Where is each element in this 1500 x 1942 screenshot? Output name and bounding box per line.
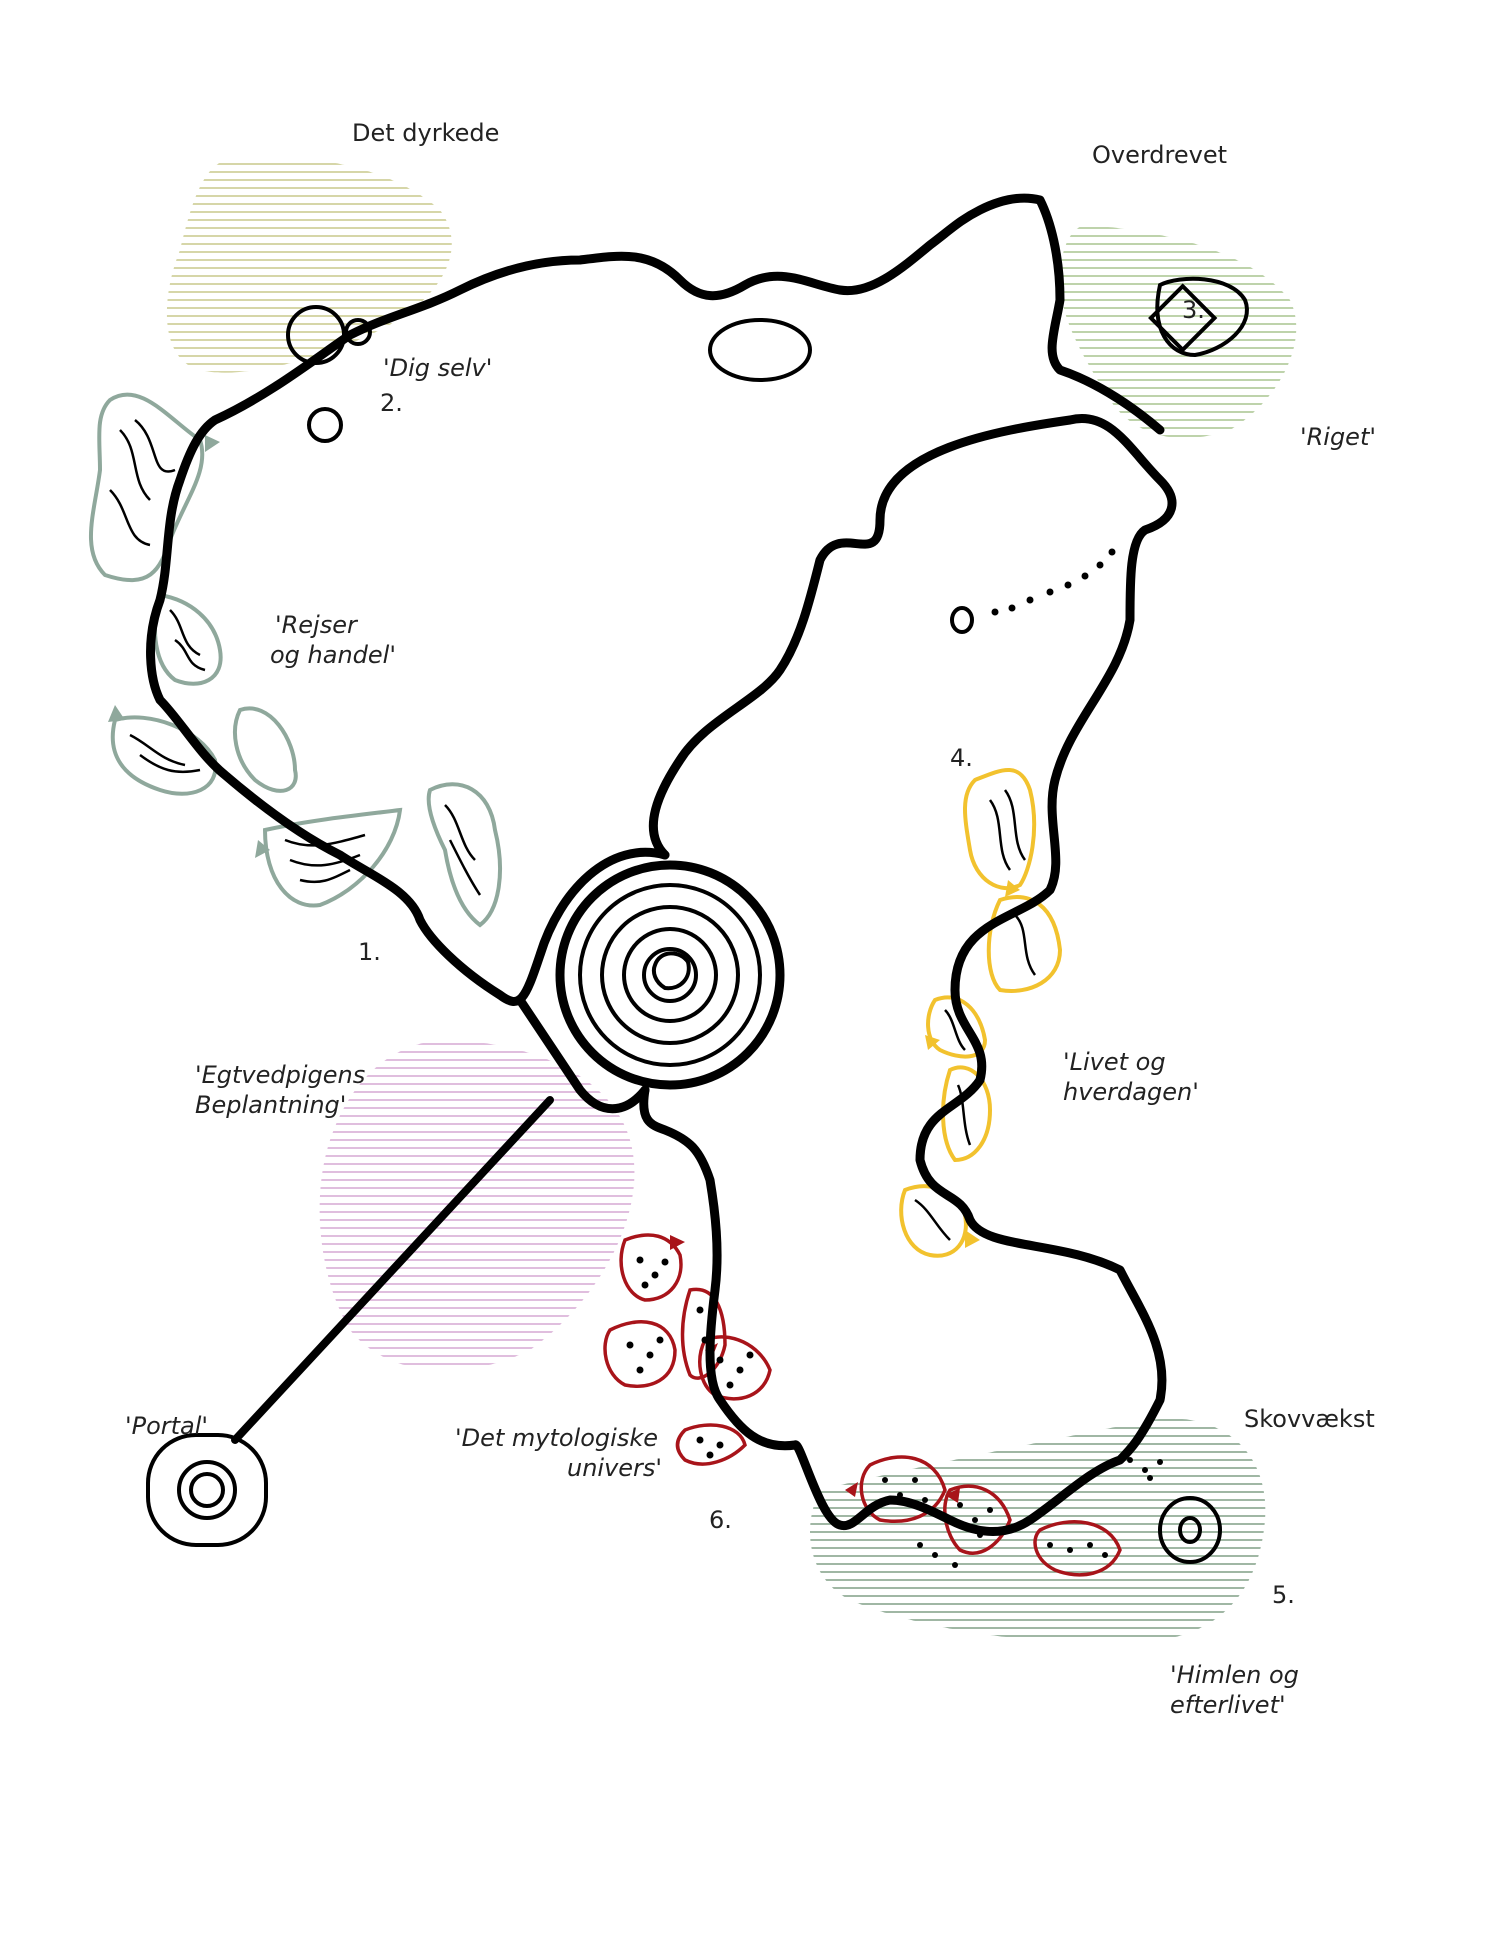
station-2-circles [286, 305, 372, 443]
station-5-marker [1158, 1496, 1222, 1564]
zone-planting [319, 1040, 635, 1371]
label-planting: 'Egtvedpigens Beplantning' [195, 1061, 373, 1119]
station-1-title: 'Rejser og handel' [270, 611, 396, 669]
label-planting-line1: 'Egtvedpigens [195, 1061, 365, 1089]
label-pasture: Overdrevet [1092, 141, 1227, 169]
everyday-arrows [925, 880, 1020, 1248]
portal-path [231, 1096, 554, 1444]
station-5-number: 5. [1272, 1581, 1295, 1609]
station-2-title: 'Dig selv' [383, 354, 492, 382]
travel-arrows [108, 435, 270, 858]
station-5-title: 'Himlen og efterlivet' [1170, 1661, 1307, 1719]
station-1-number: 1. [358, 938, 381, 966]
central-tumulus [555, 860, 785, 1090]
station-6-title: 'Det mytologiske univers' [455, 1424, 666, 1482]
portal-label: 'Portal' [125, 1412, 208, 1440]
pond [708, 318, 812, 382]
station-3-title: 'Riget' [1300, 423, 1376, 451]
zone-pasture [1060, 225, 1297, 439]
station-4-stepping-stones [950, 548, 1116, 634]
label-planting-line2: Beplantning' [195, 1091, 346, 1119]
station-4-title: 'Livet og hverdagen' [1063, 1048, 1199, 1106]
station-2-number: 2. [380, 389, 403, 417]
station-3-marker [1148, 276, 1249, 358]
travel-squiggles [109, 419, 482, 896]
station-4-number: 4. [950, 744, 973, 772]
label-forest: Skovvækst [1244, 1405, 1375, 1433]
station-3-number: 3. [1182, 296, 1205, 324]
station-6-number: 6. [709, 1506, 732, 1534]
route-south-west [515, 995, 650, 1114]
label-cultivated: Det dyrkede [352, 119, 499, 147]
route-west [146, 193, 1165, 1006]
portal-marker [146, 1433, 268, 1547]
everyday-squiggles [914, 789, 1037, 1241]
travel-patches [89, 392, 502, 928]
route-outline [639, 414, 1177, 1537]
zone-cultivated [166, 157, 452, 373]
everyday-patches [899, 768, 1063, 1258]
